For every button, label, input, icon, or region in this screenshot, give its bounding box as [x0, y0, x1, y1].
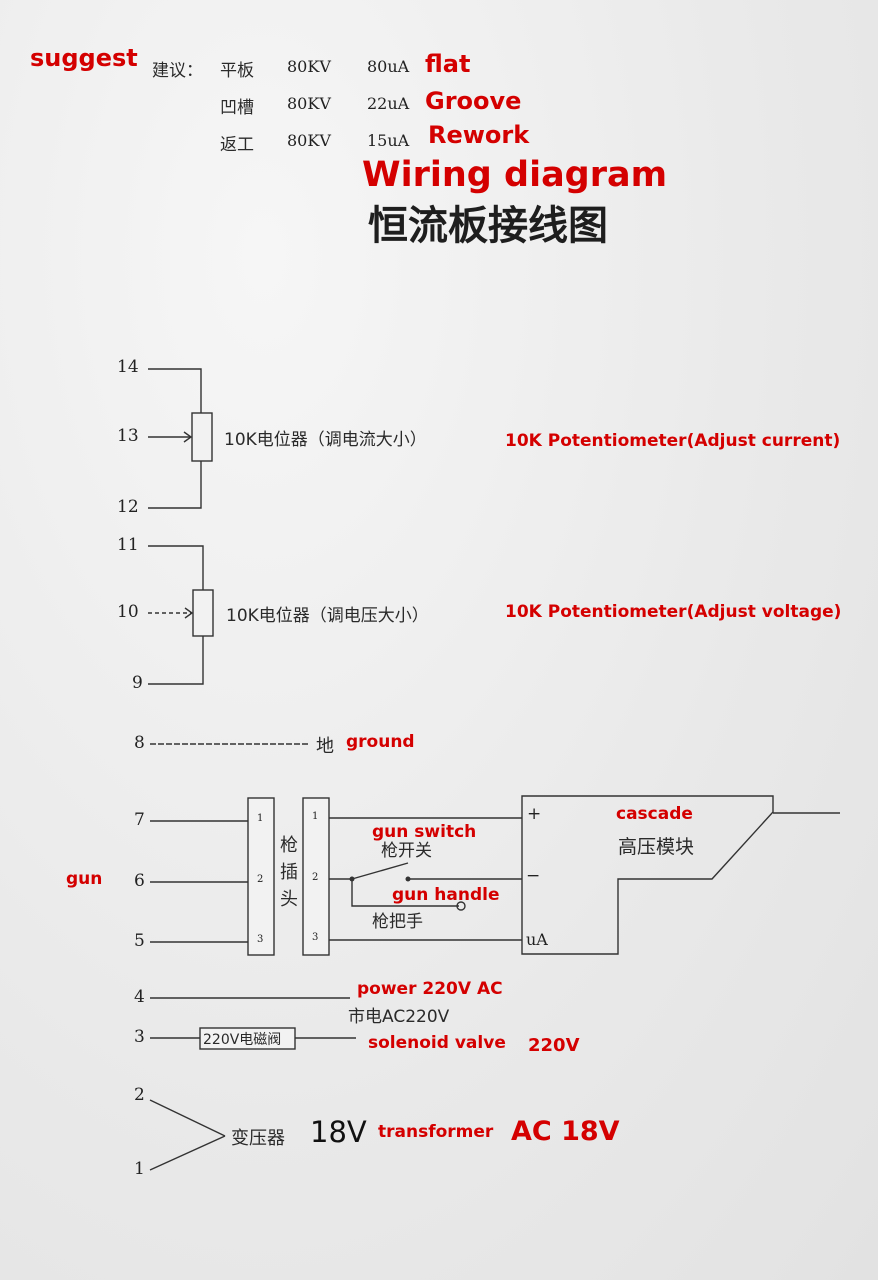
right-plug-pin-3: 3: [312, 932, 319, 943]
switch-contact-dot: [405, 876, 411, 882]
cascade-label-cn: 高压模块: [618, 836, 695, 858]
wire-11: [148, 545, 204, 590]
power-label-cn: 市电AC220V: [348, 1007, 450, 1027]
solenoid-box-label: 220V电磁阀: [203, 1032, 282, 1048]
solenoid-label-en: solenoid valve: [368, 1033, 506, 1053]
suggest-label-en: suggest: [30, 44, 138, 72]
terminal-12: 12: [117, 497, 139, 517]
gun-plug-left: [247, 797, 275, 956]
cascade-plus: +: [527, 804, 542, 824]
title-en: Wiring diagram: [362, 155, 668, 195]
cascade-minus: −: [526, 866, 541, 886]
wiper-arrow-13: [183, 431, 193, 443]
gun-switch-label-cn: 枪开关: [381, 841, 432, 861]
suggest-row-groove-en: Groove: [425, 87, 522, 115]
suggest-row-groove-cn: 凹槽: [220, 98, 254, 118]
suggest-row-rework-en: Rework: [428, 121, 530, 149]
terminal-13: 13: [117, 426, 139, 446]
ground-label-cn: 地: [316, 736, 334, 757]
wire-2: [149, 1099, 226, 1137]
left-plug-pin-3: 3: [257, 934, 264, 945]
suggest-row-rework-ua: 15uA: [367, 131, 410, 150]
terminal-11: 11: [117, 535, 139, 555]
suggest-row-flat-ua: 80uA: [367, 57, 410, 76]
pot-voltage-label-cn: 10K电位器（调电压大小）: [226, 606, 429, 626]
gun-switch-label-en: gun switch: [372, 822, 477, 842]
wire-9: [148, 636, 204, 685]
pot-current-label-cn: 10K电位器（调电流大小）: [224, 430, 427, 450]
ground-label-en: ground: [346, 732, 415, 752]
wire-14: [148, 368, 202, 413]
terminal-7: 7: [134, 810, 145, 830]
left-plug-pin-1: 1: [257, 813, 264, 824]
cascade-ua: uA: [526, 930, 548, 949]
suggest-row-groove-kv: 80KV: [287, 94, 331, 113]
gun-plug-right: [302, 797, 330, 956]
terminal-14: 14: [117, 357, 139, 377]
gun-handle-label-cn: 枪把手: [372, 912, 423, 932]
gun-label: gun: [66, 869, 103, 889]
right-plug-pin-1: 1: [312, 811, 319, 822]
transformer-voltage-en: AC 18V: [511, 1116, 620, 1147]
terminal-2: 2: [134, 1085, 145, 1105]
switch-junction-dot: [349, 876, 355, 882]
wire-1: [149, 1135, 226, 1171]
suggest-row-flat-en: flat: [425, 50, 471, 78]
suggest-row-rework-kv: 80KV: [287, 131, 331, 150]
suggest-row-flat-kv: 80KV: [287, 57, 331, 76]
suggest-row-rework-cn: 返工: [220, 135, 254, 155]
wire-handle: [351, 879, 459, 907]
right-plug-pin-2: 2: [312, 872, 319, 883]
suggest-row-groove-ua: 22uA: [367, 94, 410, 113]
potentiometer-voltage-body: [192, 589, 214, 637]
terminal-5: 5: [134, 931, 145, 951]
transformer-label-en: transformer: [378, 1122, 494, 1142]
terminal-9: 9: [132, 673, 143, 693]
suggest-label-cn: 建议：: [152, 61, 203, 81]
power-label-en: power 220V AC: [357, 979, 503, 999]
suggest-row-flat-cn: 平板: [220, 61, 254, 81]
gun-switch-blade: [351, 862, 409, 880]
transformer-label-cn: 变压器: [231, 1128, 285, 1149]
terminal-1: 1: [134, 1159, 145, 1179]
terminal-10: 10: [117, 602, 139, 622]
handle-terminal-circle: [456, 901, 466, 911]
cascade-body: [521, 795, 774, 955]
terminal-8: 8: [134, 733, 145, 753]
terminal-3: 3: [134, 1027, 145, 1047]
cascade-label-en: cascade: [616, 804, 693, 824]
title-cn: 恒流板接线图: [368, 203, 608, 249]
terminal-6: 6: [134, 871, 145, 891]
pot-voltage-label-en: 10K Potentiometer(Adjust voltage): [505, 602, 842, 622]
wire-12: [148, 461, 202, 509]
gun-handle-label-en: gun handle: [392, 885, 500, 905]
gun-plug-label-cn: 枪插头: [280, 835, 298, 910]
wiper-arrow-10: [184, 607, 194, 619]
pot-current-label-en: 10K Potentiometer(Adjust current): [505, 431, 841, 451]
left-plug-pin-2: 2: [257, 874, 264, 885]
potentiometer-current-body: [191, 412, 213, 462]
solenoid-voltage: 220V: [528, 1035, 580, 1056]
terminal-4: 4: [134, 987, 145, 1007]
transformer-voltage: 18V: [310, 1115, 367, 1149]
